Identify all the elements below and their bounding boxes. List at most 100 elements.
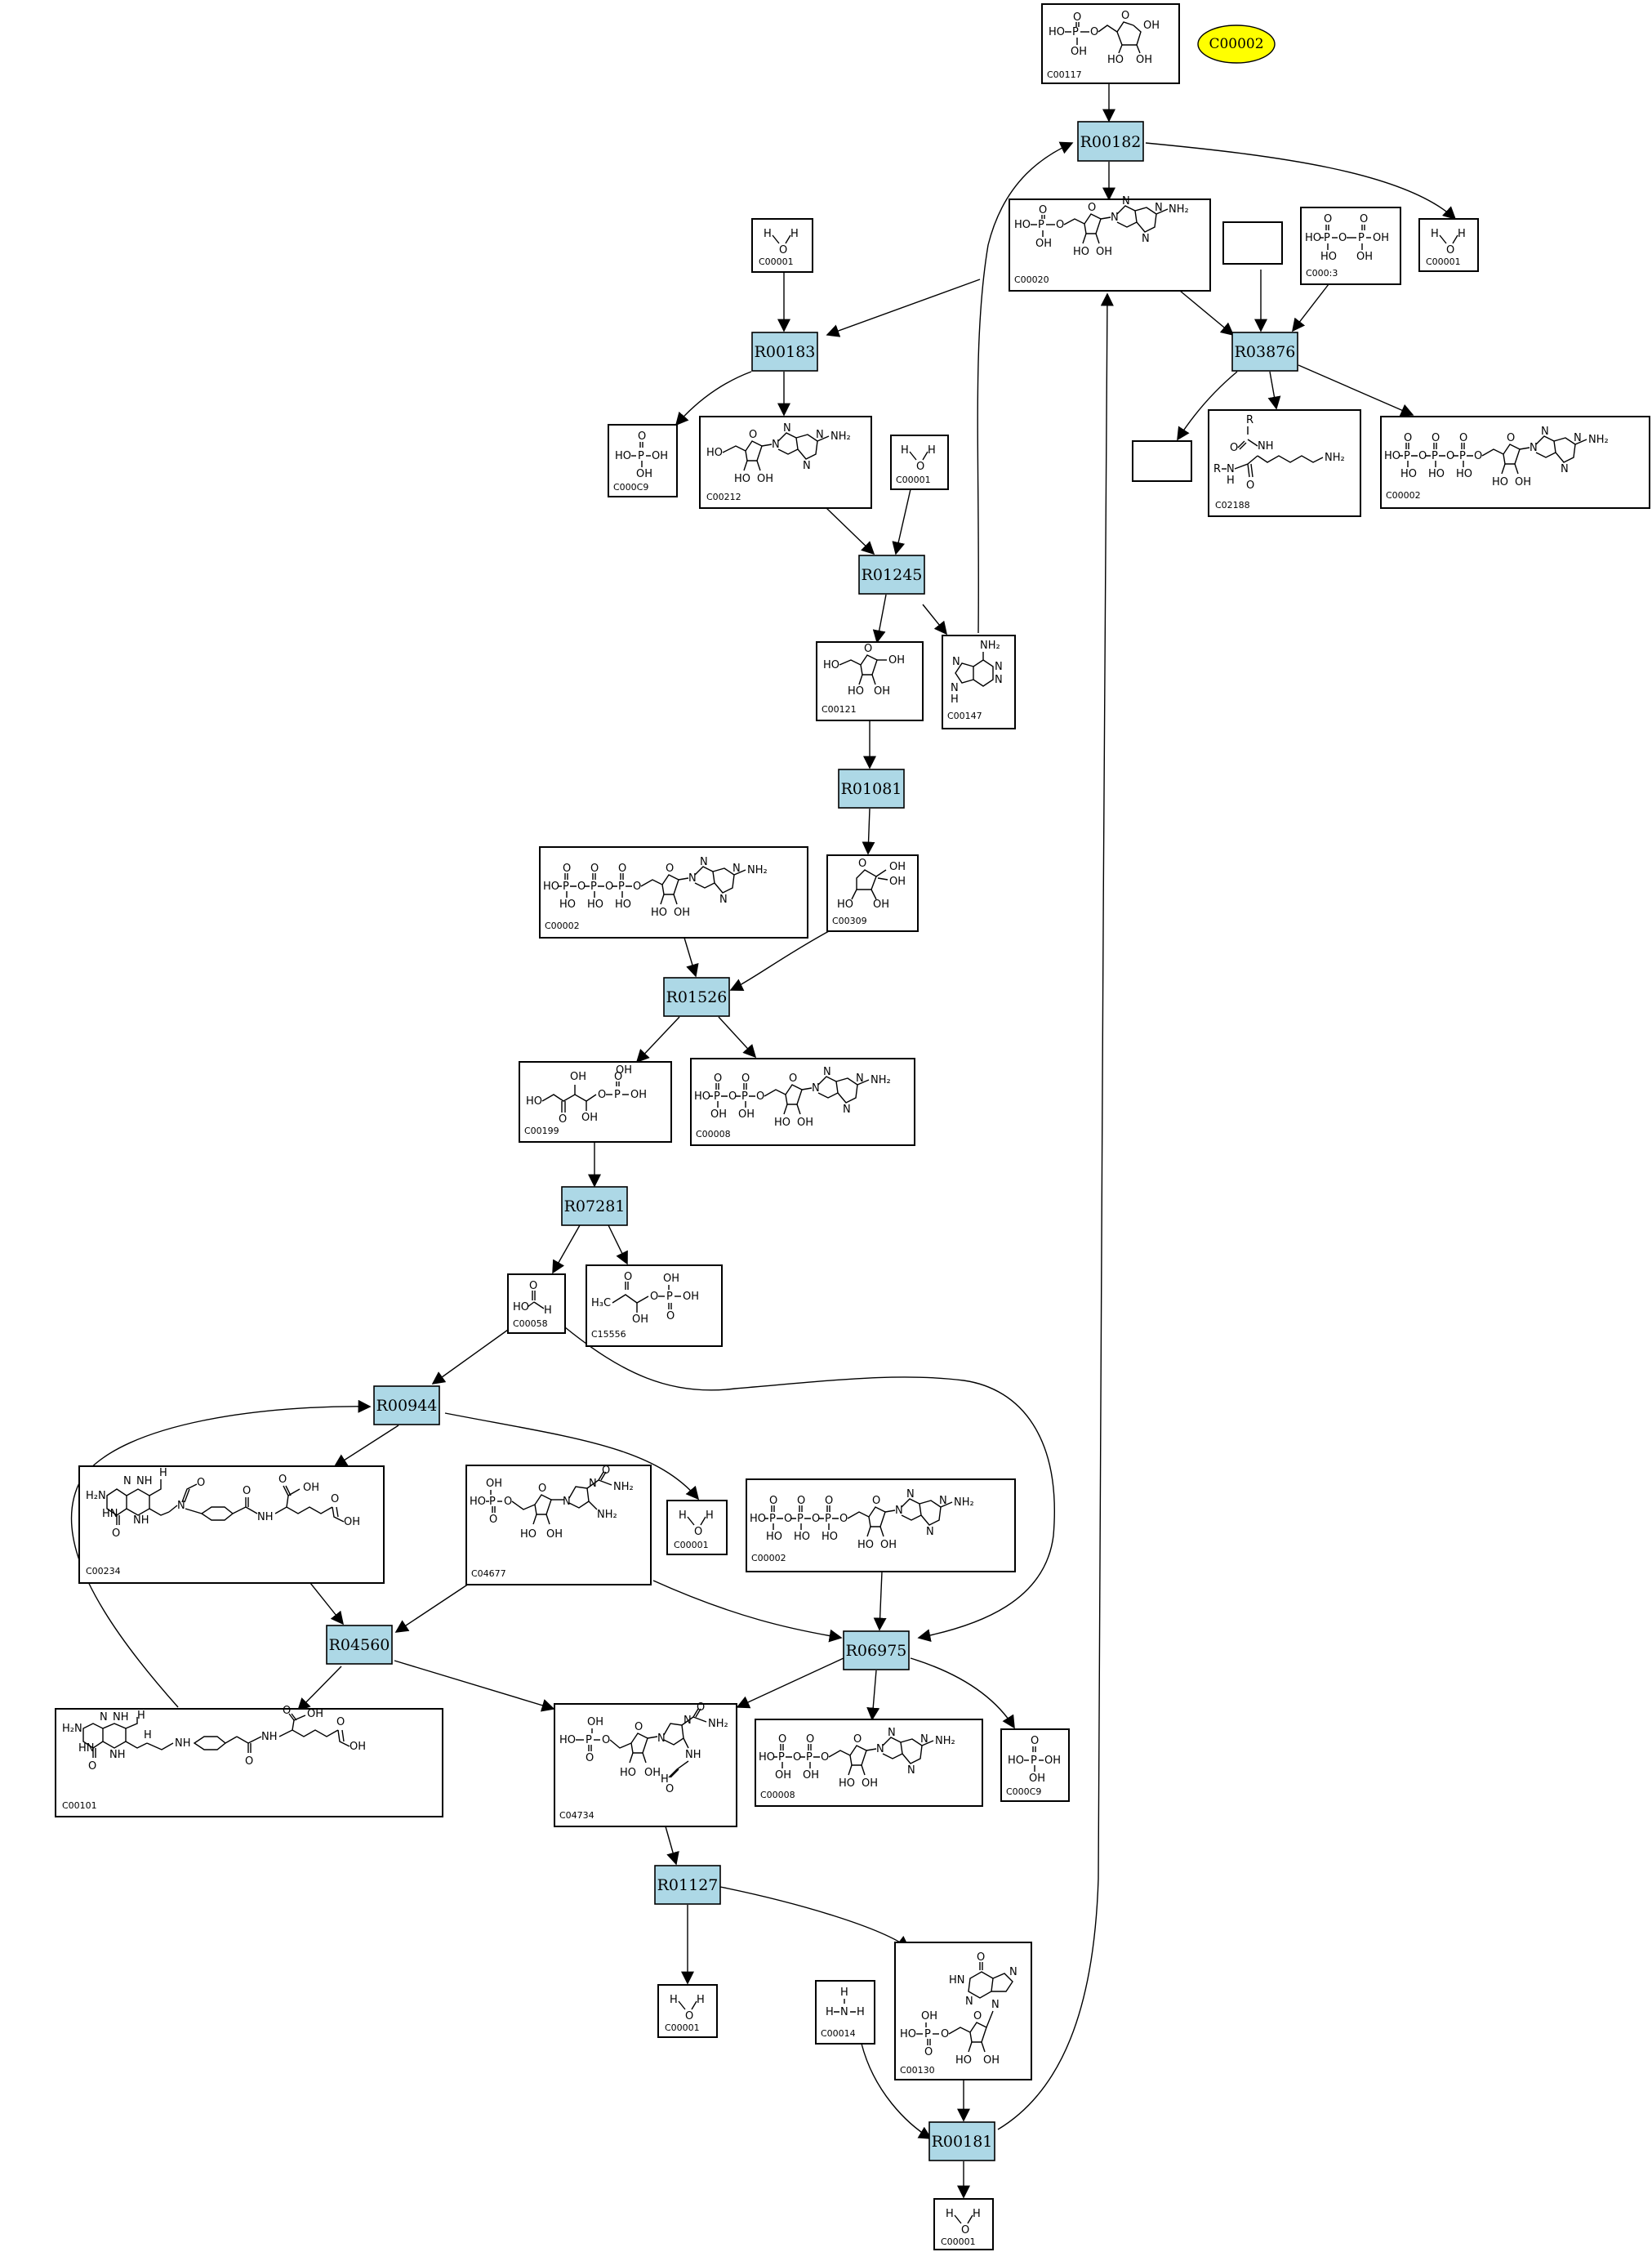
- compound-c00001-b[interactable]: H O H C00001: [1418, 218, 1479, 272]
- structure-aicar: OH HO P O O O HO OH N N O: [470, 1465, 634, 1541]
- compound-id: C00001: [1426, 256, 1461, 267]
- compound-c00001-a[interactable]: H O H C00001: [751, 218, 813, 273]
- svg-text:OH: OH: [616, 1064, 632, 1077]
- reaction-r00182[interactable]: R00182: [1077, 121, 1144, 162]
- svg-text:OH: OH: [1143, 20, 1160, 32]
- edge-r01245-c00147: [922, 604, 948, 635]
- compound-id: C00212: [706, 492, 741, 502]
- compound-c00058[interactable]: O HO H C00058: [507, 1273, 566, 1334]
- svg-text:N: N: [951, 682, 959, 694]
- compound-c04677[interactable]: OH HO P O O O HO OH N N O: [465, 1465, 652, 1585]
- svg-text:O: O: [858, 858, 866, 870]
- reaction-r01127[interactable]: R01127: [654, 1865, 721, 1905]
- svg-text:N: N: [657, 1732, 666, 1745]
- compound-unlabeled-a[interactable]: [1222, 221, 1283, 265]
- compound-c00117[interactable]: HO P O OH O O OH HO OH C00117: [1041, 3, 1180, 84]
- compound-id: C00002: [1386, 490, 1421, 501]
- reaction-box: [838, 769, 905, 809]
- svg-text:HO: HO: [1107, 54, 1124, 66]
- svg-text:O: O: [797, 1495, 805, 1507]
- svg-text:HO: HO: [774, 1117, 790, 1129]
- reaction-r04560[interactable]: R04560: [326, 1625, 393, 1665]
- compound-c00234[interactable]: H₂N N HN O NH NH H N O O NH OH: [78, 1465, 385, 1584]
- svg-text:O: O: [538, 1483, 546, 1495]
- svg-text:N: N: [920, 1733, 928, 1746]
- compound-c00001-f[interactable]: H O H C00001: [933, 2198, 994, 2250]
- reaction-r01526[interactable]: R01526: [663, 977, 730, 1017]
- compound-c00130[interactable]: O HN N N N OH HO P O O O HO OH: [894, 1942, 1032, 2080]
- svg-text:HO: HO: [759, 1751, 775, 1764]
- reaction-r00944[interactable]: R00944: [373, 1385, 440, 1425]
- compound-id: C00002: [545, 921, 580, 931]
- compound-c00001-e[interactable]: H O H C00001: [657, 1984, 718, 2038]
- svg-text:P: P: [586, 1734, 592, 1746]
- reaction-r03876[interactable]: R03876: [1231, 332, 1298, 372]
- svg-text:O: O: [784, 1513, 792, 1525]
- svg-text:O: O: [1230, 442, 1238, 454]
- compound-c00199[interactable]: HO O OH OH O P O OH OH C00199: [519, 1061, 672, 1143]
- structure-faicar: OH HO P O O O HO OH N N O: [559, 1701, 728, 1795]
- compound-c00014[interactable]: H H N H C00014: [815, 1980, 875, 2045]
- svg-text:OH: OH: [632, 1313, 648, 1326]
- svg-text:OH: OH: [1356, 251, 1373, 263]
- highlight-node[interactable]: C00002: [1197, 25, 1276, 64]
- svg-text:HO: HO: [734, 473, 750, 485]
- svg-text:O: O: [697, 1701, 705, 1714]
- compound-id: C000:3: [1306, 268, 1338, 279]
- structure-water: H O H: [679, 1510, 714, 1538]
- compound-c00009-b[interactable]: O HO P OH OH C000C9: [1000, 1728, 1070, 1802]
- compound-c00020[interactable]: HO P O OH O O HO OH N N N N NH₂: [1009, 195, 1211, 292]
- structure-adenine: NH₂ N N N N H: [951, 640, 1003, 706]
- svg-text:OH: OH: [344, 1516, 360, 1528]
- reaction-r00183[interactable]: R00183: [751, 332, 818, 372]
- compound-unlabeled-b[interactable]: [1132, 440, 1192, 482]
- compound-c00101[interactable]: H₂N N HN O NH NH H H NH O NH OH: [55, 1705, 443, 1817]
- reaction-r01081[interactable]: R01081: [838, 769, 905, 809]
- compound-c00212[interactable]: HO O HO OH N N N N NH₂ C00212: [699, 416, 872, 509]
- svg-text:HO: HO: [513, 1301, 529, 1313]
- svg-text:HN: HN: [102, 1508, 118, 1520]
- compound-c04734[interactable]: OH HO P O O O HO OH N N O: [554, 1701, 737, 1827]
- compound-c00001-d[interactable]: H O H C00001: [666, 1500, 728, 1555]
- svg-text:H: H: [928, 444, 936, 457]
- compound-c02188[interactable]: R O NH R N H O NH₂ C02188: [1208, 409, 1361, 517]
- svg-text:NH: NH: [1258, 440, 1274, 453]
- compound-c00013[interactable]: O O HO P O P OH HO OH C000:3: [1300, 207, 1401, 285]
- svg-text:O: O: [1324, 213, 1332, 225]
- svg-text:NH₂: NH₂: [708, 1718, 728, 1730]
- svg-text:O: O: [666, 1310, 675, 1322]
- reaction-r01245[interactable]: R01245: [858, 555, 925, 595]
- svg-text:O: O: [586, 1752, 594, 1764]
- reaction-box: [326, 1625, 393, 1665]
- reaction-r00181[interactable]: R00181: [928, 2121, 995, 2161]
- svg-text:O: O: [1246, 479, 1254, 492]
- reaction-r07281[interactable]: R07281: [561, 1186, 628, 1226]
- svg-text:H₃C: H₃C: [591, 1297, 611, 1309]
- svg-text:NH: NH: [136, 1475, 153, 1487]
- reaction-r06975[interactable]: R06975: [843, 1630, 910, 1670]
- compound-c00147[interactable]: NH₂ N N N N H C00147: [942, 635, 1016, 729]
- compound-c00009-a[interactable]: O HO P OH OH C000C9: [608, 424, 678, 497]
- compound-c00001-c[interactable]: H O H C00001: [890, 435, 949, 490]
- compound-c00121[interactable]: HO O OH HO OH C00121: [816, 641, 924, 721]
- svg-text:N: N: [995, 661, 1003, 673]
- structure-ammonia: H H N H: [826, 1987, 865, 2018]
- edge-r04560-c00101: [296, 1666, 342, 1712]
- svg-text:N: N: [177, 1500, 185, 1512]
- compound-id: C00001: [896, 475, 931, 485]
- svg-text:OH: OH: [797, 1117, 813, 1129]
- compound-c00309[interactable]: O OH OH HO OH C00309: [826, 854, 919, 932]
- compound-c15556[interactable]: O H₃C OH O P OH OH O C15556: [586, 1264, 723, 1347]
- svg-text:OH: OH: [1071, 46, 1087, 58]
- svg-text:HO: HO: [520, 1528, 537, 1541]
- svg-text:OH: OH: [775, 1769, 791, 1782]
- reaction-label: R07281: [564, 1197, 626, 1215]
- svg-text:HO: HO: [559, 899, 576, 911]
- reaction-box: [1231, 332, 1298, 372]
- svg-text:O: O: [1459, 432, 1467, 444]
